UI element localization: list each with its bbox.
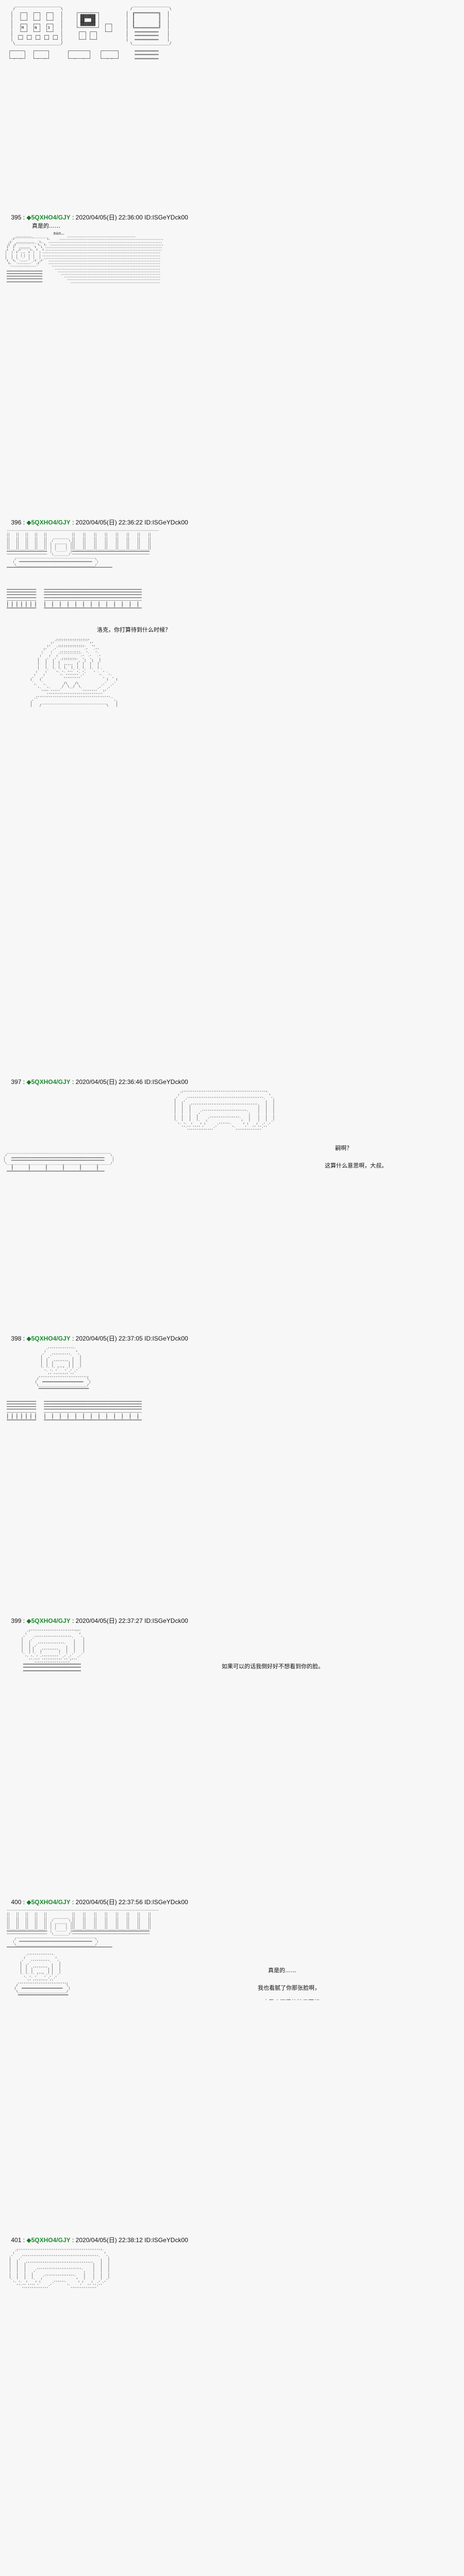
post-header-396: 396 : ◆5QXHO4/GJY : 2020/04/05(日) 22:36:… bbox=[0, 509, 188, 536]
art-block-396: ,,,,,,,,,,,,,,,,,,,,,,,,,,,,,,,,,,,,,,,,… bbox=[0, 527, 464, 710]
post-tripcode[interactable]: 5QXHO4/GJY bbox=[31, 1617, 71, 1624]
post-uid: ID:ISGeYDck00 bbox=[144, 519, 188, 526]
post-sep: : bbox=[21, 1335, 27, 1342]
post-header-397: 397 : ◆5QXHO4/GJY : 2020/04/05(日) 22:36:… bbox=[0, 1069, 188, 1095]
post-sep: : bbox=[70, 2236, 76, 2244]
post-header-401: 401 : ◆5QXHO4/GJY : 2020/04/05(日) 22:38:… bbox=[0, 2227, 188, 2253]
ascii-art: ═══════════════════ ════════════════════… bbox=[7, 1400, 142, 1422]
ascii-art: ,,,,,,,,,,,,,,,,,,,,,,,,,,,,,,,,,,,,,,,,… bbox=[7, 1908, 159, 1949]
post-tripcode[interactable]: 5QXHO4/GJY bbox=[31, 214, 71, 221]
post-sep: : bbox=[70, 1899, 76, 1906]
post-uid: ID:ISGeYDck00 bbox=[144, 2236, 188, 2244]
art-block-398: ,,,,,,,,,,,,,, ,' `, ,' ,,,,,,,,,, `, | … bbox=[0, 1343, 464, 1425]
post-sep: : bbox=[21, 519, 27, 526]
post-sep: : bbox=[21, 1617, 27, 1624]
post-sep: : bbox=[70, 1617, 76, 1624]
dialogue-400-2: 我也看腻了你那张脸啊， bbox=[258, 1985, 320, 1991]
post-uid: ID:ISGeYDck00 bbox=[144, 1078, 188, 1086]
post-tripcode[interactable]: 5QXHO4/GJY bbox=[31, 1078, 71, 1086]
tripcode-diamond-icon: ◆ bbox=[26, 214, 31, 221]
post-sep: : bbox=[70, 1078, 76, 1086]
post-uid: ID:ISGeYDck00 bbox=[144, 1335, 188, 1342]
ascii-art: ,,,,,,,,,,,,,,,,,,,,,,,,,,,, ,'' ``, ,' … bbox=[21, 1628, 85, 1673]
post-sep: : bbox=[70, 214, 76, 221]
post-tripcode[interactable]: 5QXHO4/GJY bbox=[31, 1899, 71, 1906]
dialogue-397-2: 这算什么意思啊，大叔。 bbox=[325, 1162, 387, 1169]
ascii-art: ,,,,,,,,,,,,,, ,' `, ,' ,,,,,,,,,, `, | … bbox=[35, 1345, 91, 1391]
post-date: 2020/04/05(日) 22:36:00 bbox=[75, 214, 143, 221]
post-tripcode[interactable]: 5QXHO4/GJY bbox=[31, 519, 71, 526]
post-date: 2020/04/05(日) 22:38:12 bbox=[75, 2236, 143, 2244]
post-number: 398 bbox=[11, 1335, 22, 1342]
post-sep: : bbox=[70, 1335, 76, 1342]
post-number: 397 bbox=[11, 1078, 22, 1086]
post-tripcode[interactable]: 5QXHO4/GJY bbox=[31, 1335, 71, 1342]
tripcode-diamond-icon: ◆ bbox=[26, 1617, 31, 1624]
post-date: 2020/04/05(日) 22:36:22 bbox=[75, 519, 143, 526]
ascii-art: ,,,,,,,,,,,,,, ,' `, ,' ,,,,,,,,,, `, | … bbox=[14, 1952, 70, 1997]
ascii-art: ,,,,,,,,,,,,,,,,,,,,,,,,,,,,,,,,,,,,,,,,… bbox=[4, 1151, 114, 1174]
post-number: 399 bbox=[11, 1617, 22, 1624]
art-block-401: ,,,,,,,,,,,,,,,,,,,,,,,,,,,,,,,,,,,,,,,,… bbox=[0, 2244, 464, 2292]
art-block-top: _____________________ _________________ … bbox=[0, 0, 464, 59]
post-number: 395 bbox=[11, 214, 22, 221]
art-block-395: 真是的…… 真是的…… _,,,,,,,,,,_ ,,,,,,,,,,,,,,,… bbox=[0, 222, 464, 286]
post-header-399: 399 : ◆5QXHO4/GJY : 2020/04/05(日) 22:37:… bbox=[0, 1607, 188, 1634]
art-block-397: ,,,,,,,,,,,,,,,,,,,,,,,,,,,,,,,,,,,,,,,,… bbox=[0, 1086, 464, 1176]
dialogue-400-3: 去看个可爱的孩子更好。 bbox=[263, 1998, 325, 2000]
tripcode-diamond-icon: ◆ bbox=[26, 1078, 31, 1086]
post-sep: : bbox=[21, 214, 27, 221]
dialogue-397-1: 嗣啊？ bbox=[335, 1145, 352, 1151]
post-header-398: 398 : ◆5QXHO4/GJY : 2020/04/05(日) 22:37:… bbox=[0, 1325, 188, 1352]
post-header-400: 400 : ◆5QXHO4/GJY : 2020/04/05(日) 22:37:… bbox=[0, 1889, 188, 1916]
post-uid: ID:ISGeYDck00 bbox=[144, 1899, 188, 1906]
ascii-art: 真是的…… _,,,,,,,,,,_ ,,,,,,,,,,,,,,,,,,,,,… bbox=[5, 232, 164, 284]
post-tripcode[interactable]: 5QXHO4/GJY bbox=[31, 2236, 71, 2244]
post-number: 401 bbox=[11, 2236, 22, 2244]
post-sep: : bbox=[21, 1078, 27, 1086]
tripcode-diamond-icon: ◆ bbox=[26, 1899, 31, 1906]
post-uid: ID:ISGeYDck00 bbox=[144, 1617, 188, 1624]
post-number: 400 bbox=[11, 1899, 22, 1906]
ascii-art: _____________________ _________________ … bbox=[8, 3, 172, 59]
ascii-art: ,,,,,,,,,,,,,,,,,, ,,''''''''''''''''''`… bbox=[30, 636, 118, 707]
ascii-art: ,,,,,,,,,,,,,,,,,,,,,,,,,,,,,,,,,,,,,,,,… bbox=[9, 2247, 110, 2289]
post-sep: : bbox=[21, 1899, 27, 1906]
post-uid: ID:ISGeYDck00 bbox=[144, 214, 188, 221]
post-number: 396 bbox=[11, 519, 22, 526]
post-sep: : bbox=[21, 2236, 27, 2244]
post-date: 2020/04/05(日) 22:37:27 bbox=[75, 1617, 143, 1624]
post-sep: : bbox=[70, 519, 76, 526]
ascii-art: ═══════════════════ ════════════════════… bbox=[7, 588, 142, 611]
art-block-400: ,,,,,,,,,,,,,,,,,,,,,,,,,,,,,,,,,,,,,,,,… bbox=[0, 1906, 464, 2000]
dialogue-395-1: 真是的…… bbox=[32, 223, 60, 229]
tripcode-diamond-icon: ◆ bbox=[26, 519, 31, 526]
dialogue-400-1: 真是的…… bbox=[268, 1967, 296, 1974]
dialogue-396-1: 洛克，你打算待到什么时候？ bbox=[97, 626, 171, 633]
dialogue-399-1: 如果可以的话我倒好好不想看到你的脸。 bbox=[222, 1663, 324, 1670]
post-date: 2020/04/05(日) 22:37:56 bbox=[75, 1899, 143, 1906]
art-block-399: ,,,,,,,,,,,,,,,,,,,,,,,,,,,, ,'' ``, ,' … bbox=[0, 1625, 464, 1676]
tripcode-diamond-icon: ◆ bbox=[26, 2236, 31, 2244]
ascii-art: ,,,,,,,,,,,,,,,,,,,,,,,,,,,,,,,,,,,,,,,,… bbox=[174, 1089, 275, 1131]
post-date: 2020/04/05(日) 22:36:46 bbox=[75, 1078, 143, 1086]
ascii-art: ,,,,,,,,,,,,,,,,,,,,,,,,,,,,,,,,,,,,,,,,… bbox=[7, 529, 159, 569]
post-date: 2020/04/05(日) 22:37:05 bbox=[75, 1335, 143, 1342]
tripcode-diamond-icon: ◆ bbox=[26, 1335, 31, 1342]
post-header-395: 395 : ◆5QXHO4/GJY : 2020/04/05(日) 22:36:… bbox=[0, 204, 188, 231]
